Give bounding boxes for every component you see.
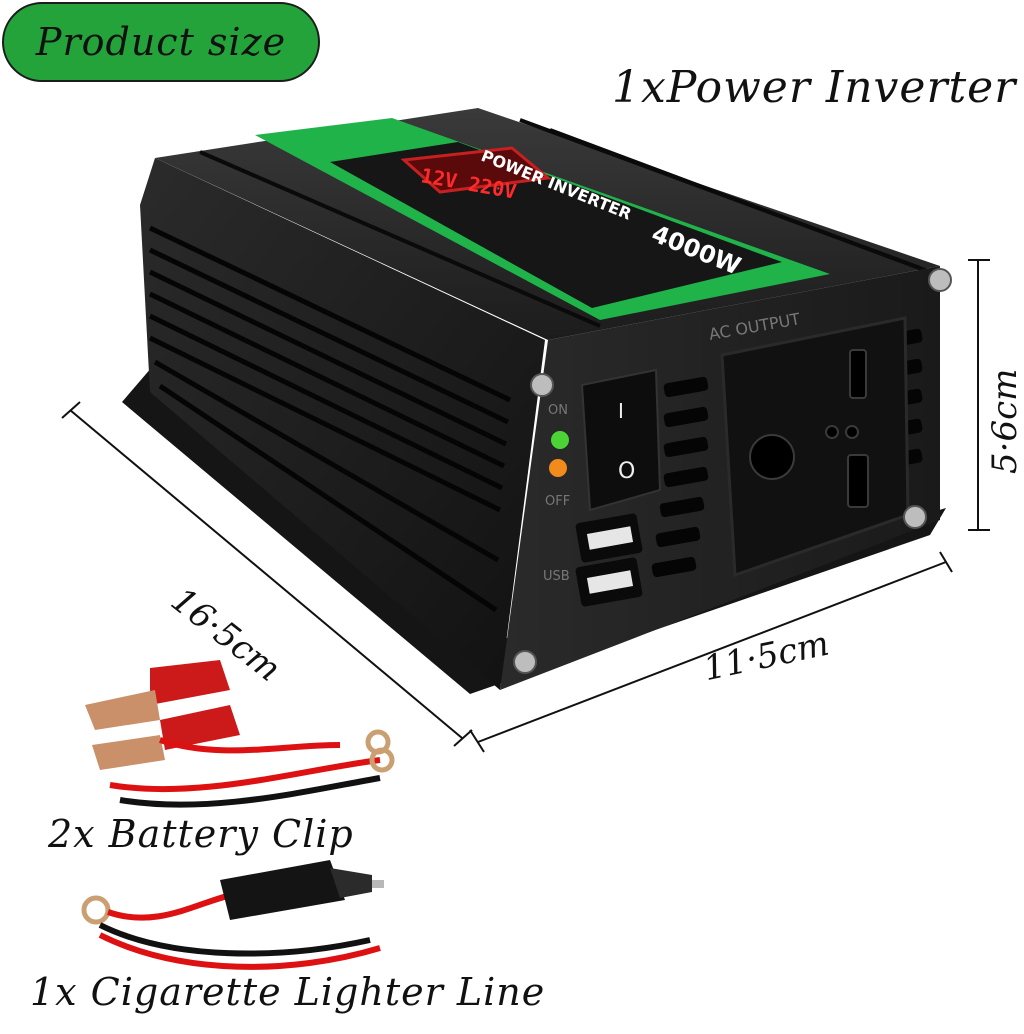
- fault-led-icon: [549, 459, 567, 477]
- off-label: OFF: [545, 494, 570, 509]
- power-led-icon: [551, 431, 569, 449]
- screw-icons: [513, 268, 952, 674]
- cigarette-lighter-label: 1x Cigarette Lighter Line: [30, 970, 546, 1014]
- inverter-base-flange: [122, 360, 946, 694]
- on-label: ON: [548, 403, 568, 418]
- heatsink-fins: [148, 225, 512, 613]
- product-title: 1xPower Inverter: [612, 62, 1017, 113]
- product-size-badge: Product size: [2, 2, 320, 82]
- battery-clip-icon: [85, 660, 395, 808]
- cigarette-lighter-icon: [81, 860, 384, 970]
- digital-display: [400, 146, 552, 194]
- switch-off-symbol: O: [618, 459, 635, 484]
- battery-clip-label: 2x Battery Clip: [48, 812, 354, 856]
- inverter-left-side: [140, 158, 545, 690]
- dimension-height-label: 5·6cm: [985, 368, 1024, 474]
- dimension-lines: [61, 259, 990, 753]
- power-rocker-switch: I O: [580, 368, 662, 512]
- usb-ports: [575, 513, 643, 607]
- usb-label: USB: [543, 569, 570, 584]
- product-size-badge-text: Product size: [35, 20, 287, 64]
- switch-on-symbol: I: [618, 399, 624, 423]
